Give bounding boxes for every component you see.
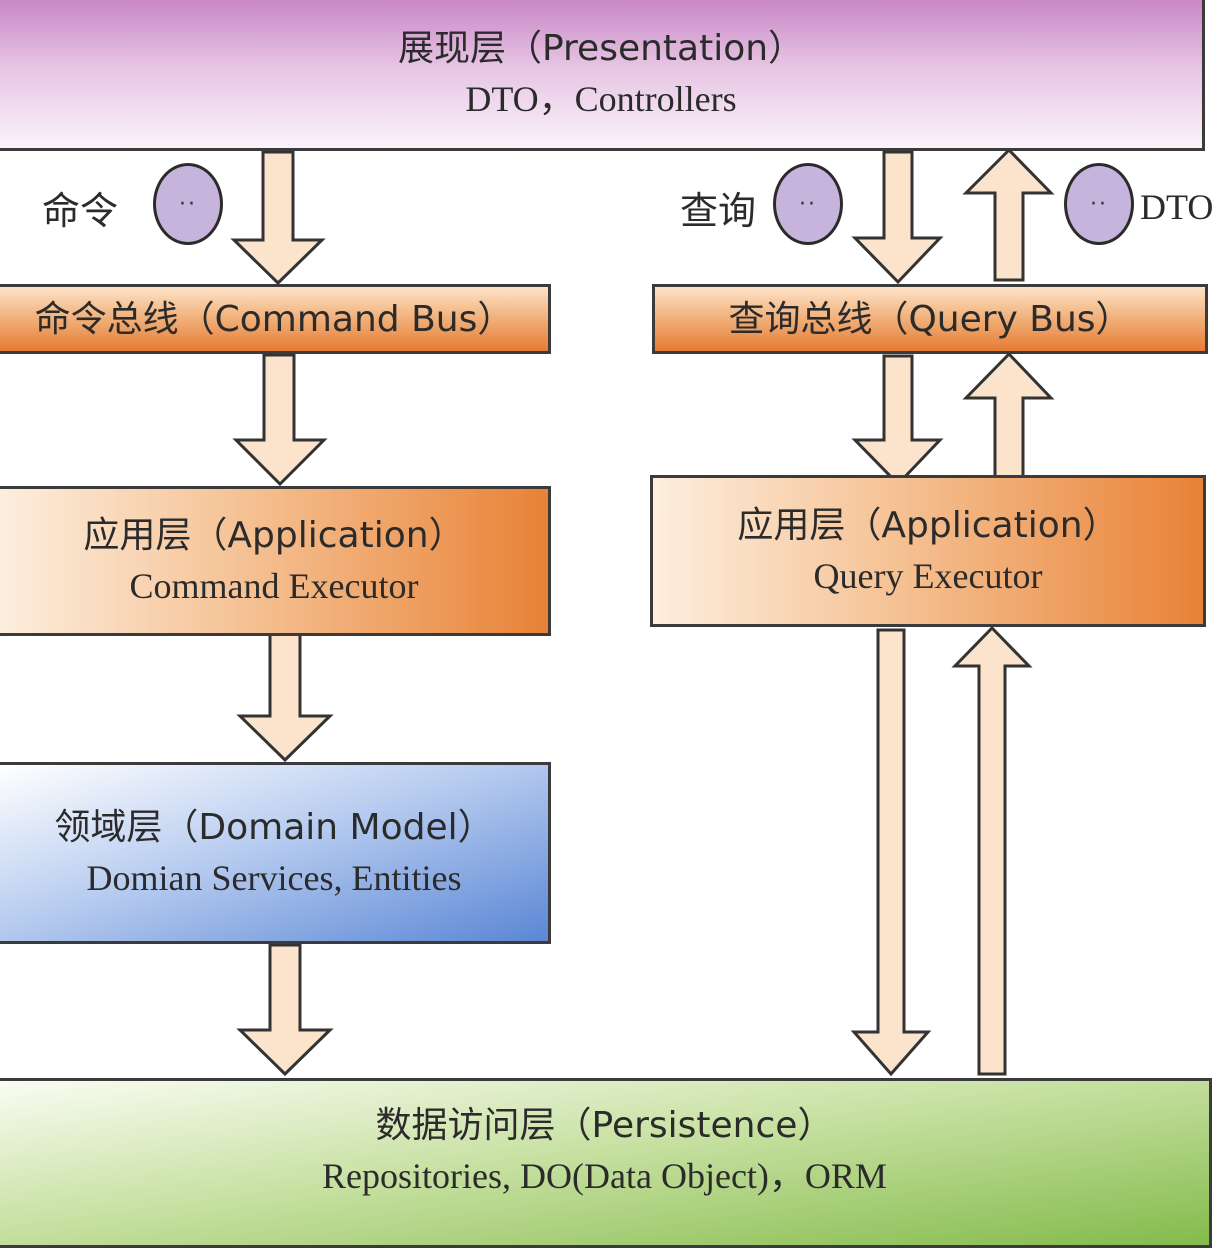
app-command-title: 应用层（Application） xyxy=(83,515,465,556)
app-command-subtitle: Command Executor xyxy=(129,566,419,606)
presentation-subtitle: DTO，Controllers xyxy=(465,79,737,119)
arrow-app-query-to-persistence xyxy=(850,628,932,1077)
command-bus-title: 命令总线（Command Bus） xyxy=(34,298,514,340)
presentation-layer: 展现层（Presentation） DTO，Controllers xyxy=(0,0,1205,151)
application-layer-query: 应用层（Application） Query Executor xyxy=(650,475,1206,627)
presentation-title: 展现层（Presentation） xyxy=(397,28,805,69)
arrow-presentation-to-command-bus xyxy=(230,150,326,286)
query-bus-title: 查询总线（Query Bus） xyxy=(728,298,1132,340)
arrow-persistence-to-app-query xyxy=(951,625,1033,1076)
query-token: ·· xyxy=(773,163,843,245)
application-layer-command: 应用层（Application） Command Executor xyxy=(0,486,551,636)
persistence-layer: 数据访问层（Persistence） Repositories, DO(Data… xyxy=(0,1078,1212,1248)
command-label: 命令 xyxy=(42,189,119,233)
arrow-app-to-domain xyxy=(236,630,334,763)
query-bus: 查询总线（Query Bus） xyxy=(652,284,1208,354)
arrow-query-bus-to-app xyxy=(851,354,944,487)
persistence-subtitle: Repositories, DO(Data Object)，ORM xyxy=(322,1156,887,1196)
query-label: 查询 xyxy=(680,189,757,233)
arrow-query-bus-to-presentation xyxy=(962,147,1055,282)
domain-layer: 领域层（Domain Model） Domian Services, Entit… xyxy=(0,762,551,944)
command-token: ·· xyxy=(153,163,223,245)
arrow-command-bus-to-app xyxy=(232,353,328,487)
domain-subtitle: Domian Services, Entities xyxy=(86,858,462,898)
arrow-presentation-to-query-bus xyxy=(851,150,944,285)
app-query-title: 应用层（Application） xyxy=(737,505,1119,546)
domain-title: 领域层（Domain Model） xyxy=(54,807,494,848)
dto-label: DTO xyxy=(1140,187,1214,227)
command-bus: 命令总线（Command Bus） xyxy=(0,284,551,354)
arrow-app-to-query-bus xyxy=(962,351,1055,484)
persistence-title: 数据访问层（Persistence） xyxy=(375,1105,834,1146)
arrow-domain-to-persistence xyxy=(236,943,334,1077)
dto-token: ·· xyxy=(1064,163,1134,245)
app-query-subtitle: Query Executor xyxy=(813,556,1043,596)
